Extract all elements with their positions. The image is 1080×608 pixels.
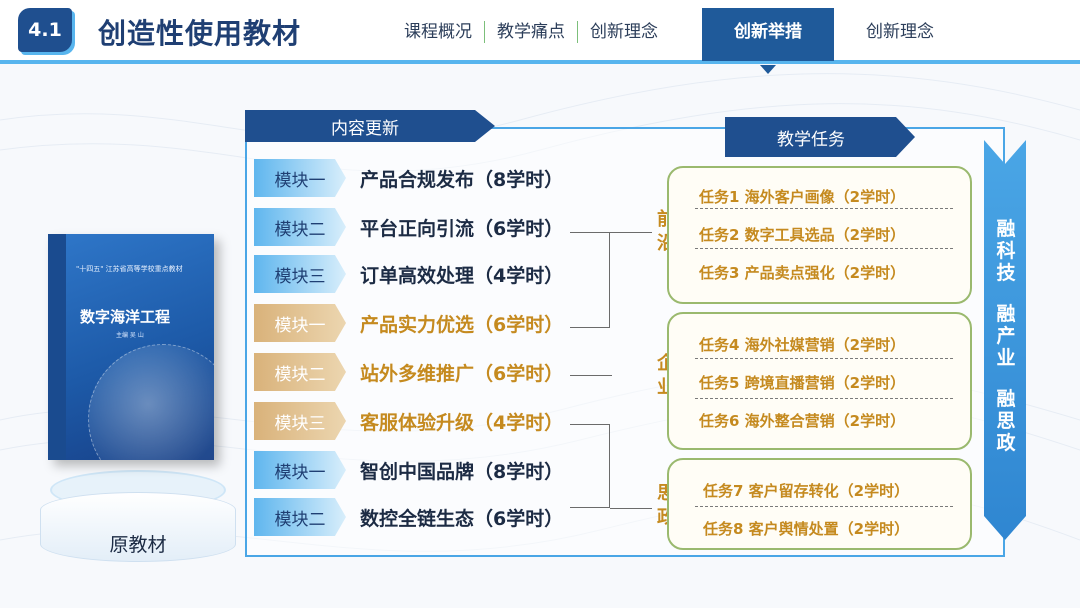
module-text: 平台正向引流（6学时）: [360, 214, 563, 241]
integration-ideology: 融思政: [994, 388, 1018, 454]
task-item: 任务3 产品卖点强化（2学时）: [699, 262, 905, 283]
module-chip[interactable]: 模块二: [254, 353, 346, 391]
module-row: 模块一 产品实力优选（6学时）: [254, 304, 563, 342]
connector-enterprise: [570, 375, 612, 376]
book-series: "十四五" 江苏省高等学校重点教材: [76, 264, 183, 274]
page-title: 创造性使用教材: [98, 12, 301, 52]
task-item: 任务5 跨境直播营销（2学时）: [699, 372, 905, 393]
task-item: 任务2 数字工具选品（2学时）: [699, 224, 905, 245]
module-chip[interactable]: 模块三: [254, 255, 346, 293]
module-row: 模块三 订单高效处理（4学时）: [254, 255, 563, 293]
module-text: 站外多维推广（6学时）: [360, 359, 563, 386]
nav-item-pain-points[interactable]: 教学痛点: [485, 20, 577, 44]
task-item: 任务4 海外社媒营销（2学时）: [699, 334, 905, 355]
module-row: 模块三 客服体验升级（4学时）: [254, 402, 563, 440]
module-text: 数控全链生态（6学时）: [360, 504, 563, 531]
task-item: 任务7 客户留存转化（2学时）: [703, 480, 909, 501]
module-chip[interactable]: 模块三: [254, 402, 346, 440]
section-badge: 4.1: [18, 8, 72, 52]
task-item: 任务6 海外整合营销（2学时）: [699, 410, 905, 431]
module-row: 模块一 智创中国品牌（8学时）: [254, 451, 563, 489]
module-chip[interactable]: 模块一: [254, 159, 346, 197]
textbook-display: "十四五" 江苏省高等学校重点教材 数字海洋工程 主编 吴 山 原教材: [30, 230, 250, 570]
module-text: 产品实力优选（6学时）: [360, 310, 563, 337]
teaching-tasks-banner: 教学任务: [725, 117, 915, 157]
module-row: 模块一 产品合规发布（8学时）: [254, 159, 563, 197]
module-chip[interactable]: 模块一: [254, 304, 346, 342]
task-item: 任务1 海外客户画像（2学时）: [699, 186, 905, 207]
integration-industry: 融产业: [994, 303, 1018, 369]
task-group-ideology: 任务7 客户留存转化（2学时） 任务8 客户舆情处置（2学时）: [667, 458, 972, 550]
globe-icon: [88, 344, 214, 460]
module-row: 模块二 站外多维推广（6学时）: [254, 353, 563, 391]
nav-item-innovation-concept[interactable]: 创新理念: [578, 20, 670, 44]
top-nav: 课程概况 教学痛点 创新理念 创新举措 创新理念: [392, 0, 946, 64]
nav-item-innovation-measures[interactable]: 创新举措: [702, 8, 834, 64]
module-row: 模块二 平台正向引流（6学时）: [254, 208, 563, 246]
original-textbook-label: 原教材: [30, 530, 246, 557]
task-group-frontier: 任务1 海外客户画像（2学时） 任务2 数字工具选品（2学时） 任务3 产品卖点…: [667, 166, 972, 304]
book-title: 数字海洋工程: [80, 306, 170, 327]
connector-frontier-tail: [610, 232, 652, 233]
module-chip[interactable]: 模块二: [254, 498, 346, 536]
module-row: 模块二 数控全链生态（6学时）: [254, 498, 563, 536]
nav-item-course-overview[interactable]: 课程概况: [392, 20, 484, 44]
task-divider: [695, 506, 953, 507]
connector-frontier: [570, 232, 610, 328]
textbook-cover: "十四五" 江苏省高等学校重点教材 数字海洋工程 主编 吴 山: [48, 234, 214, 460]
module-text: 订单高效处理（4学时）: [360, 261, 563, 288]
task-divider: [695, 248, 953, 249]
module-text: 智创中国品牌（8学时）: [360, 457, 563, 484]
module-chip[interactable]: 模块二: [254, 208, 346, 246]
book-spine: [48, 234, 66, 460]
module-text: 客服体验升级（4学时）: [360, 408, 563, 435]
nav-item-innovation-concept-2[interactable]: 创新理念: [854, 20, 946, 44]
task-group-enterprise: 任务4 海外社媒营销（2学时） 任务5 跨境直播营销（2学时） 任务6 海外整合…: [667, 312, 972, 450]
connector-ideology-tail: [610, 508, 652, 509]
task-divider: [695, 398, 953, 399]
header-bar: 4.1 创造性使用教材 课程概况 教学痛点 创新理念 创新举措 创新理念: [0, 0, 1080, 64]
content-update-banner: 内容更新: [245, 110, 495, 142]
connector-ideology: [570, 424, 610, 508]
integration-tech: 融科技: [994, 218, 1018, 284]
task-item: 任务8 客户舆情处置（2学时）: [703, 518, 909, 539]
task-divider: [695, 208, 953, 209]
module-text: 产品合规发布（8学时）: [360, 165, 563, 192]
book-author: 主编 吴 山: [116, 330, 144, 339]
module-chip[interactable]: 模块一: [254, 451, 346, 489]
task-divider: [695, 358, 953, 359]
